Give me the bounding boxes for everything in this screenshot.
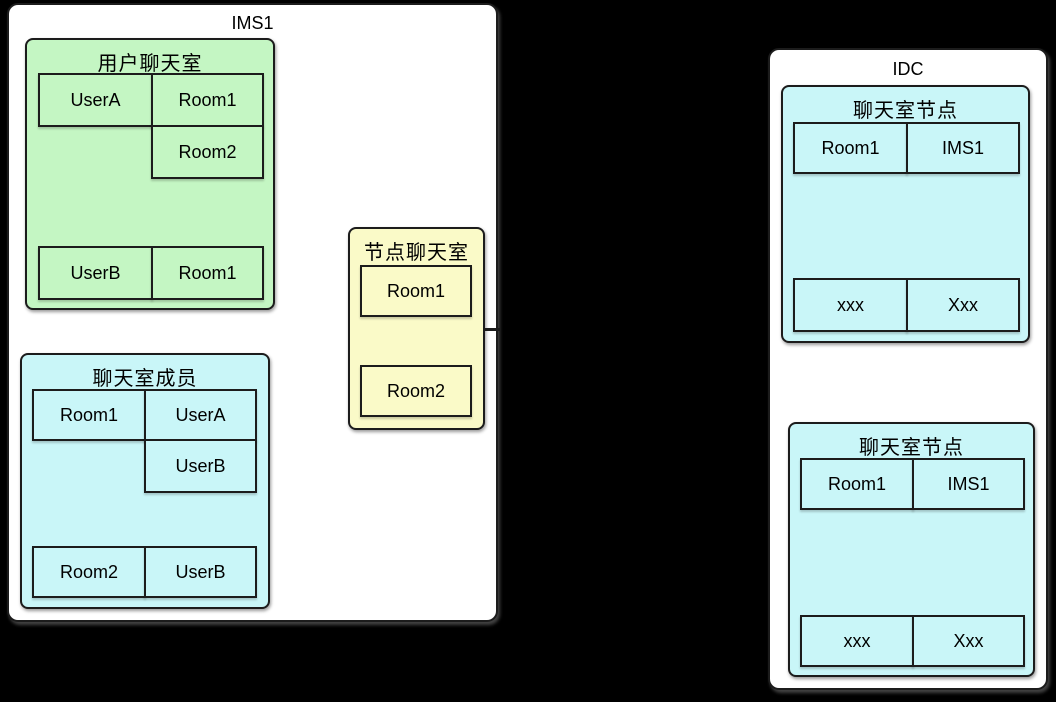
cell-usera-room2: Room2 bbox=[151, 125, 264, 179]
cell-node-room2: Room2 bbox=[360, 365, 472, 417]
cell-node1-xxx2: Xxx bbox=[906, 278, 1020, 332]
cell-userb: UserB bbox=[38, 246, 153, 300]
user-chatroom-box: 用户聊天室 UserA Room1 Room2 UserB Room1 bbox=[25, 38, 275, 310]
cell-node2-room1: Room1 bbox=[800, 458, 914, 510]
connector-line bbox=[483, 328, 500, 331]
cell-room1-usera: UserA bbox=[144, 389, 257, 441]
cell-node1-xxx: xxx bbox=[793, 278, 908, 332]
ims1-title: IMS1 bbox=[231, 13, 274, 33]
user-chatroom-title: 用户聊天室 bbox=[97, 53, 203, 75]
cell-room1-userb: UserB bbox=[144, 439, 257, 493]
cell-node1-ims1: IMS1 bbox=[906, 122, 1020, 174]
node-chatroom-title: 节点聊天室 bbox=[364, 242, 469, 264]
cell-node2-xxx: xxx bbox=[800, 615, 914, 667]
cell-node-room1: Room1 bbox=[360, 265, 472, 317]
chatroom-node-box-2: 聊天室节点 Room1 IMS1 xxx Xxx bbox=[788, 422, 1035, 677]
idc-title: IDC bbox=[892, 59, 924, 79]
chatroom-node-1-title: 聊天室节点 bbox=[853, 100, 958, 122]
chatroom-members-title: 聊天室成员 bbox=[92, 368, 198, 390]
cell-room2-userb: UserB bbox=[144, 546, 257, 598]
cell-usera-room1: Room1 bbox=[151, 73, 264, 127]
idc-container: IDC 聊天室节点 Room1 IMS1 xxx Xxx 聊天室节点 Room1… bbox=[768, 48, 1048, 690]
cell-node1-room1: Room1 bbox=[793, 122, 908, 174]
chatroom-node-2-title: 聊天室节点 bbox=[859, 437, 964, 459]
cell-node2-ims1: IMS1 bbox=[912, 458, 1025, 510]
chatroom-node-box-1: 聊天室节点 Room1 IMS1 xxx Xxx bbox=[781, 85, 1030, 343]
cell-node2-xxx2: Xxx bbox=[912, 615, 1025, 667]
node-chatroom-box: 节点聊天室 Room1 Room2 bbox=[348, 227, 485, 430]
chatroom-members-box: 聊天室成员 Room1 UserA UserB Room2 UserB bbox=[20, 353, 270, 609]
cell-room2: Room2 bbox=[32, 546, 146, 598]
cell-room1: Room1 bbox=[32, 389, 146, 441]
cell-userb-room1: Room1 bbox=[151, 246, 264, 300]
ims1-container: IMS1 用户聊天室 UserA Room1 Room2 UserB Room1… bbox=[7, 3, 498, 622]
cell-usera: UserA bbox=[38, 73, 153, 127]
